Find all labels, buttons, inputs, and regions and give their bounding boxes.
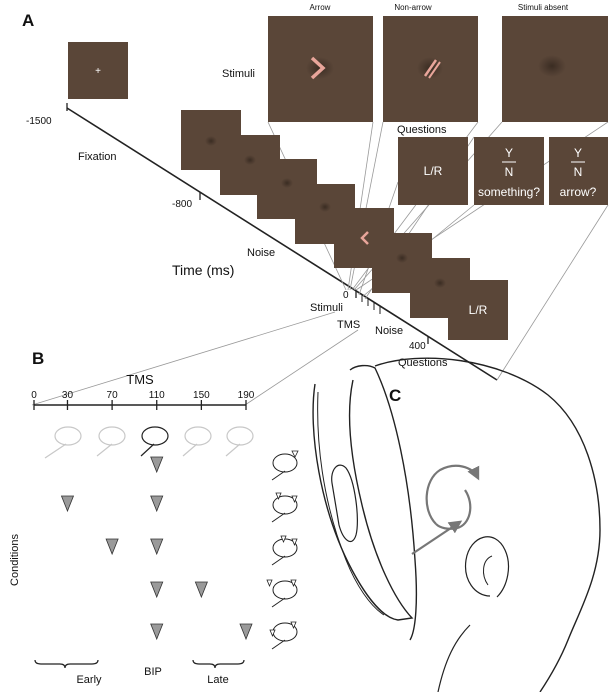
jaw-outline [438,625,470,692]
tms-tick-label-150: 150 [193,390,210,401]
ear-inner [483,556,492,585]
head-outline [375,358,600,692]
noise-lr-text: L/R [469,303,488,317]
coil-icon [183,427,211,456]
question-something-text: something? [478,185,540,199]
tms-pulse-marker [195,582,207,597]
coil-band [313,380,412,620]
tms-ticks: 0 30 70 110 150 190 [31,390,255,410]
coil-cup [350,366,416,640]
tms-tick-label-110: 110 [149,390,165,401]
question-lr-text: L/R [424,164,443,178]
timeline-stimuli-label: Stimuli [310,302,343,314]
timeline-tms-label: TMS [337,319,360,331]
stimuli-row-label: Stimuli [222,68,255,80]
conditions-label: Conditions [9,534,21,586]
fixation-label: Fixation [78,151,117,163]
header-stimuli-absent: Stimuli absent [518,3,569,12]
tms-pulse-marker [151,539,163,554]
current-direction-arrow-icon [412,522,460,554]
tms-pulse-marker [61,496,73,511]
absent-noise-blob [538,55,566,77]
group-late: Late [207,674,228,686]
coil-icon [226,427,253,456]
small-triangle-icons [267,451,298,636]
tms-pulse-marker [151,457,163,472]
header-arrow: Arrow [310,3,331,12]
coil-rim [318,392,384,615]
panel-c-letter: C [389,386,401,405]
time-axis-label: Time (ms) [172,262,234,278]
time-minus800: -800 [172,199,192,210]
coil-icon [45,427,81,458]
tms-axis-title: TMS [126,372,154,387]
coil-icons-row [45,427,253,458]
question-arrow-yes: Y [574,146,582,160]
questions-row-label: Questions [397,124,447,136]
time-minus1500: -1500 [26,116,52,127]
fixation-cross: + [95,66,101,77]
time-zero: 0 [343,290,349,301]
brace-early [35,660,98,668]
condition-coil-icons [272,454,297,649]
question-arrow-no: N [574,165,583,179]
group-early: Early [76,674,102,686]
time-400: 400 [409,341,426,352]
coil-icon [97,427,125,456]
question-arrow-text: arrow? [560,185,597,199]
question-something-yes: Y [505,146,513,160]
group-bip: BIP [144,666,162,678]
tms-tick-label-190: 190 [238,390,255,401]
header-non-arrow: Non-arrow [394,3,432,12]
tms-tick-label-70: 70 [107,390,119,401]
tms-pulse-marker [151,582,163,597]
coil-icon [141,427,168,456]
panel-c: C [313,358,600,692]
tms-tick-label-30: 30 [62,390,74,401]
tms-pulse-marker [151,496,163,511]
panel-b: B TMS 0 30 70 110 150 190 Conditions [9,349,298,686]
condition-markers [61,457,252,639]
brace-late [193,660,244,668]
timeline-noise-label: Noise [375,325,403,337]
panel-a-letter: A [22,11,34,30]
panel-b-letter: B [32,349,44,368]
tms-pulse-marker [240,624,252,639]
tms-tick-label-0: 0 [31,390,37,401]
tms-pulse-marker [151,624,163,639]
ear-outline [466,537,509,597]
noise-label: Noise [247,247,275,259]
tms-pulse-marker [106,539,118,554]
coil-icon [272,454,297,480]
question-something-no: N [505,165,514,179]
panel-a: A + -1500 -800 0 400 Fixation Noise Time… [22,3,608,405]
circular-arrow-return [436,490,470,529]
